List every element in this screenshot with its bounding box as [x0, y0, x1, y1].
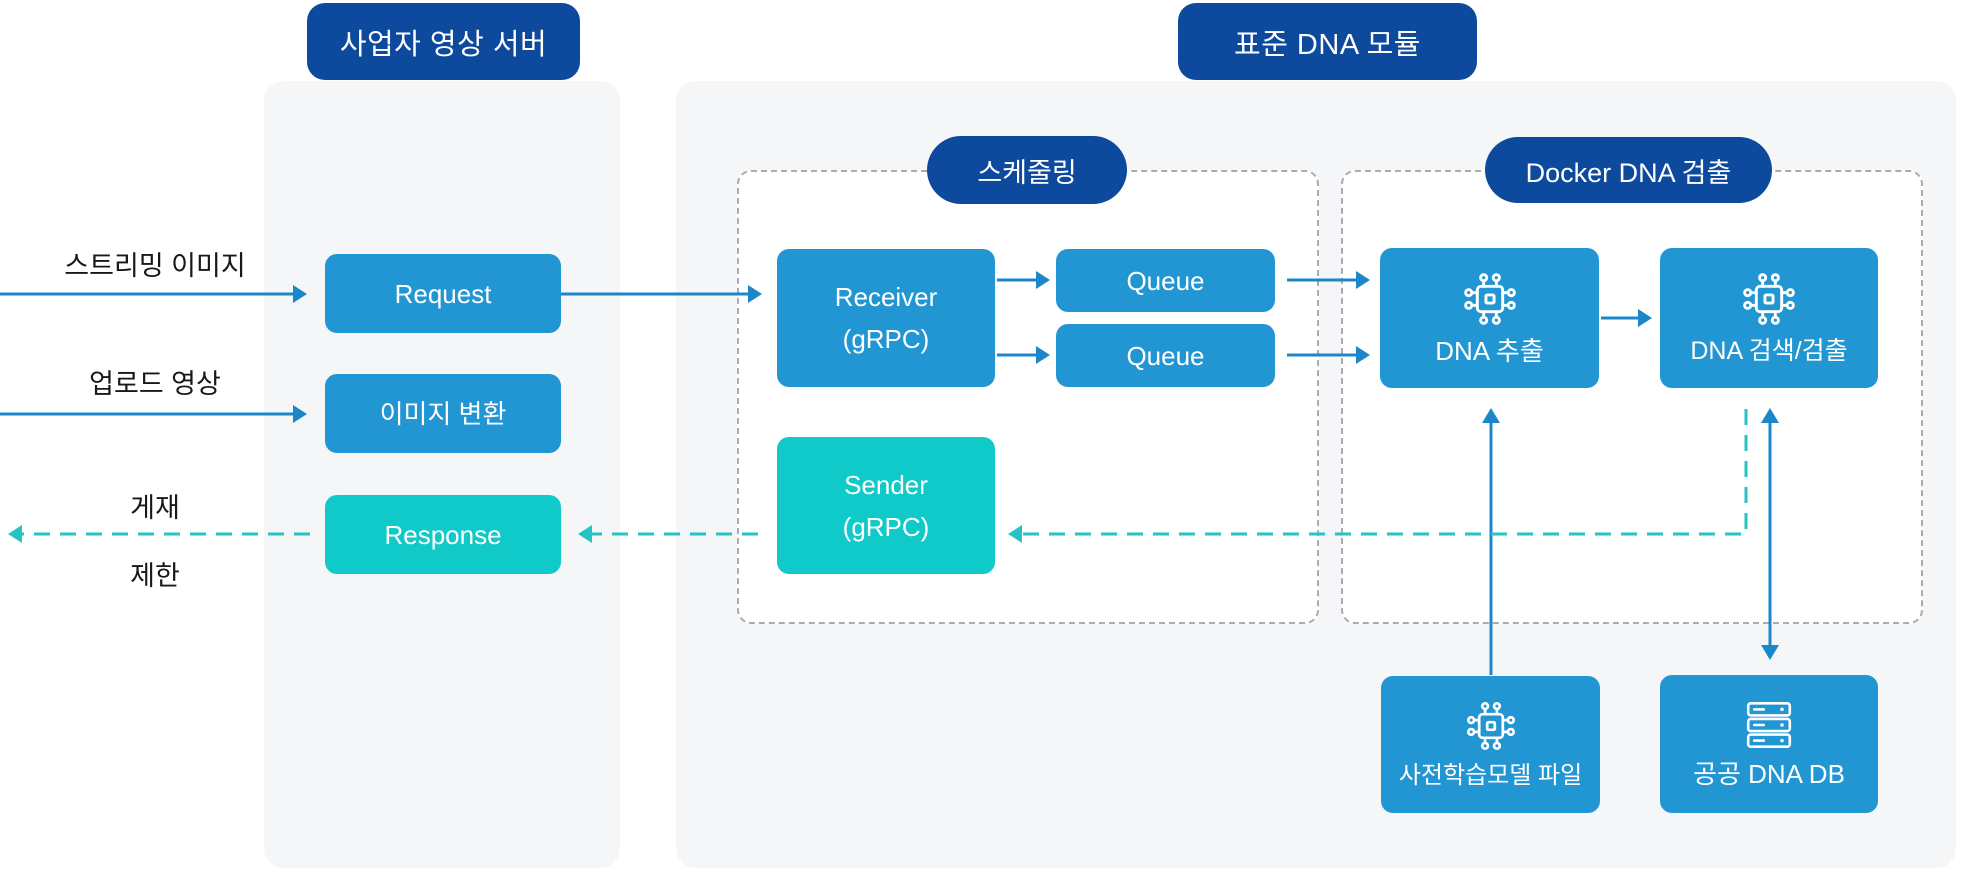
scheduling-zone-label: 스케줄링: [977, 157, 1077, 188]
docker-dna-zone-label: Docker DNA 검출: [1525, 157, 1732, 188]
image-convert-node-label: 이미지 변환: [379, 398, 507, 429]
queue-node-1-label: Queue: [1126, 265, 1205, 296]
chip-icon: [1464, 699, 1518, 753]
restrict-label: 제한: [130, 561, 180, 591]
database-icon: [1741, 699, 1797, 751]
provider-server-title-label: 사업자 영상 서버: [339, 28, 548, 61]
publish-label: 게재: [130, 493, 180, 523]
queue-node-2: Queue: [1056, 324, 1275, 387]
streaming-image-label: 스트리밍 이미지: [64, 251, 246, 281]
upload-video-label: 업로드 영상: [89, 369, 221, 399]
image-convert-node: 이미지 변환: [325, 374, 561, 453]
receiver-node-line2: (gRPC): [842, 324, 930, 354]
response-node-label: Response: [384, 519, 502, 550]
scheduling-zone-title: 스케줄링: [927, 136, 1127, 204]
dna-module-title: 표준 DNA 모듈: [1178, 3, 1477, 80]
provider-server-title: 사업자 영상 서버: [307, 3, 580, 80]
chip-icon: [1461, 270, 1519, 328]
pretrained-model-file-node: 사전학습모델 파일: [1381, 676, 1600, 813]
dna-extract-node-label: DNA 추출: [1435, 336, 1544, 366]
public-dna-db-node-label: 공공 DNA DB: [1693, 759, 1845, 789]
docker-dna-zone: [1341, 170, 1923, 624]
sender-node-line1: Sender: [844, 469, 928, 500]
sender-node-line2: (gRPC): [842, 511, 930, 542]
provider-server-panel: [264, 81, 620, 868]
dna-extract-node: DNA 추출: [1380, 248, 1599, 388]
request-node: Request: [325, 254, 561, 333]
pretrained-model-file-node-label: 사전학습모델 파일: [1398, 761, 1583, 789]
response-node: Response: [325, 495, 561, 574]
request-node-label: Request: [394, 278, 492, 309]
receiver-node-line1: Receiver: [834, 282, 938, 312]
receiver-grpc-node: Receiver (gRPC): [777, 249, 995, 387]
queue-node-1: Queue: [1056, 249, 1275, 312]
dna-search-detect-node: DNA 검색/검출: [1660, 248, 1878, 388]
public-dna-db-node: 공공 DNA DB: [1660, 675, 1878, 813]
sender-grpc-node: Sender (gRPC): [777, 437, 995, 574]
chip-icon: [1740, 270, 1798, 328]
queue-node-2-label: Queue: [1126, 340, 1205, 371]
dna-search-detect-node-label: DNA 검색/검출: [1690, 337, 1848, 365]
docker-dna-zone-title: Docker DNA 검출: [1485, 137, 1772, 203]
dna-module-title-label: 표준 DNA 모듈: [1234, 28, 1421, 61]
